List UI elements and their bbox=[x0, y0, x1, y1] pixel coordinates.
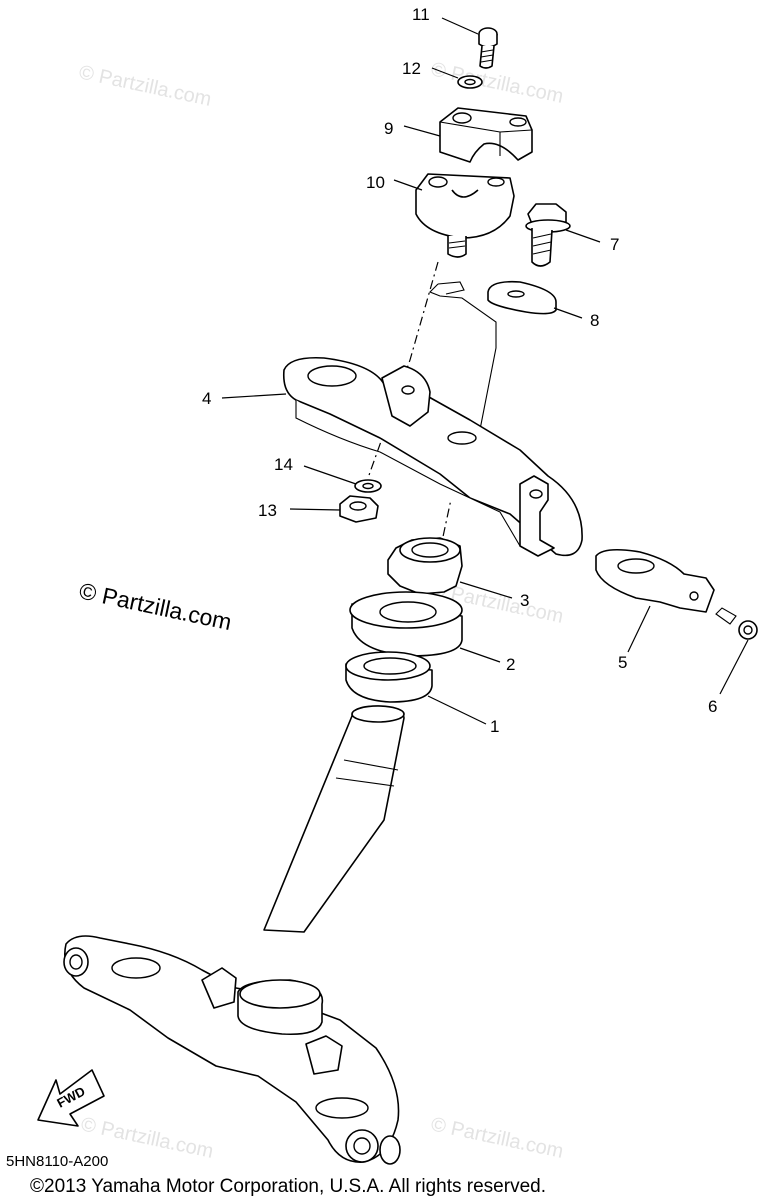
part-4-upper-bracket bbox=[282, 356, 583, 557]
callout-4: 4 bbox=[202, 389, 211, 408]
part-3-ring-nut bbox=[387, 537, 463, 595]
steering-stem-under-bracket bbox=[63, 705, 405, 1165]
callout-leaders bbox=[221, 17, 749, 725]
watermark: © Partzilla.com bbox=[77, 61, 213, 111]
watermark: © Partzilla.com bbox=[429, 1113, 565, 1163]
part-11-bolt bbox=[478, 27, 498, 69]
part-8-washer bbox=[487, 280, 557, 315]
part-7-flange-bolt bbox=[525, 203, 571, 267]
callout-3: 3 bbox=[520, 591, 529, 610]
callout-9: 9 bbox=[384, 119, 393, 138]
callout-numbers: 11 12 9 10 7 8 4 14 13 3 2 1 5 6 bbox=[202, 5, 717, 736]
copyright: ©2013 Yamaha Motor Corporation, U.S.A. A… bbox=[30, 1176, 546, 1197]
callout-7: 7 bbox=[610, 235, 619, 254]
watermark: © Partzilla.com bbox=[429, 58, 565, 108]
callout-5: 5 bbox=[618, 653, 627, 672]
callout-8: 8 bbox=[590, 311, 599, 330]
part-5-holder bbox=[595, 548, 715, 613]
callout-12: 12 bbox=[402, 59, 421, 78]
part-14-washer bbox=[354, 479, 382, 493]
callout-13: 13 bbox=[258, 501, 277, 520]
callout-6: 6 bbox=[708, 697, 717, 716]
callout-14: 14 bbox=[274, 455, 293, 474]
part-12-washer bbox=[457, 75, 483, 89]
part-10-lower-handlebar-holder bbox=[415, 173, 515, 258]
part-9-upper-handlebar-holder bbox=[439, 107, 533, 163]
callout-1: 1 bbox=[490, 717, 499, 736]
callout-10: 10 bbox=[366, 173, 385, 192]
partzilla-watermark: © Partzilla.com bbox=[77, 577, 234, 635]
fwd-arrow-icon: FWD bbox=[37, 1069, 105, 1127]
callout-11: 11 bbox=[412, 5, 430, 24]
part-13-nut bbox=[339, 495, 379, 523]
part-1-bearing bbox=[345, 651, 433, 703]
callout-2: 2 bbox=[506, 655, 515, 674]
part-2-dust-cover bbox=[349, 591, 463, 657]
part-code: 5HN8110-A200 bbox=[6, 1153, 108, 1170]
part-6-bolt bbox=[715, 607, 758, 640]
